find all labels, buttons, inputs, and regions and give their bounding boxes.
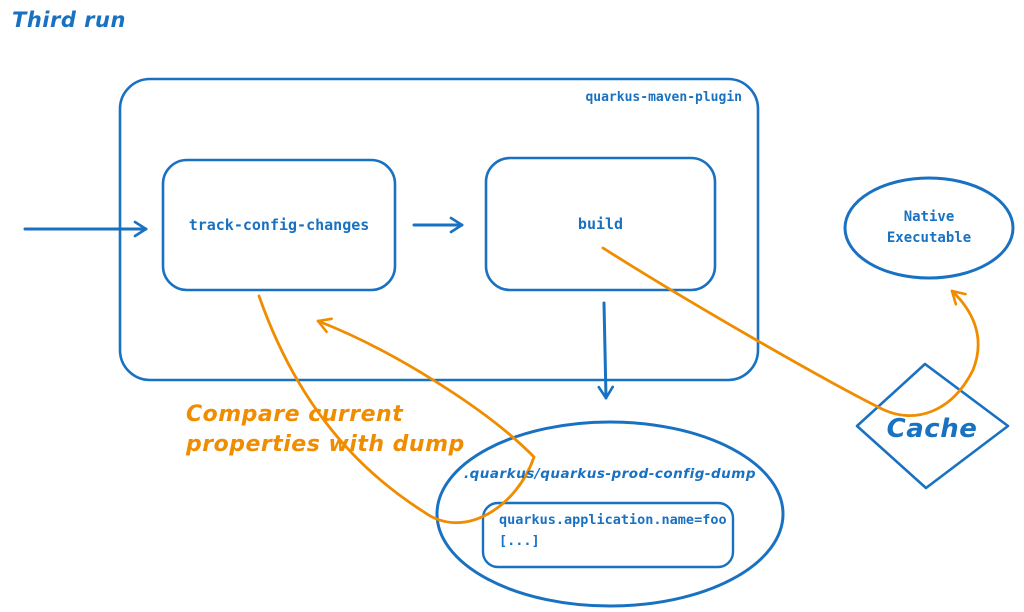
cache-diamond xyxy=(855,362,1010,490)
build-to-native-via-cache-arrow xyxy=(601,246,980,417)
track-config-changes-label: track-config-changes xyxy=(188,216,370,234)
build-label: build xyxy=(577,215,624,233)
build-box xyxy=(484,156,717,292)
plugin-container-label: quarkus-maven-plugin xyxy=(585,90,742,105)
native-executable-ellipse xyxy=(843,176,1015,280)
compare-loop-arrow xyxy=(257,294,536,524)
config-dump-code-line2: [...] xyxy=(499,533,540,549)
config-dump-code-line1: quarkus.application.name=foo xyxy=(499,512,727,528)
diagram-title: Third run xyxy=(12,8,126,32)
config-dump-code: quarkus.application.name=foo [...] xyxy=(499,510,727,552)
config-dump-code-box xyxy=(481,501,735,569)
compare-annotation: Compare current properties with dump xyxy=(186,402,465,457)
native-executable-label: Native Executable xyxy=(886,209,972,246)
dump-file-label: .quarkus/quarkus-prod-config-dump xyxy=(463,466,757,482)
cache-label: Cache xyxy=(886,414,978,444)
dump-ellipse xyxy=(435,420,785,608)
arrow-build-to-dump xyxy=(597,301,615,400)
track-config-changes-box xyxy=(161,158,397,292)
